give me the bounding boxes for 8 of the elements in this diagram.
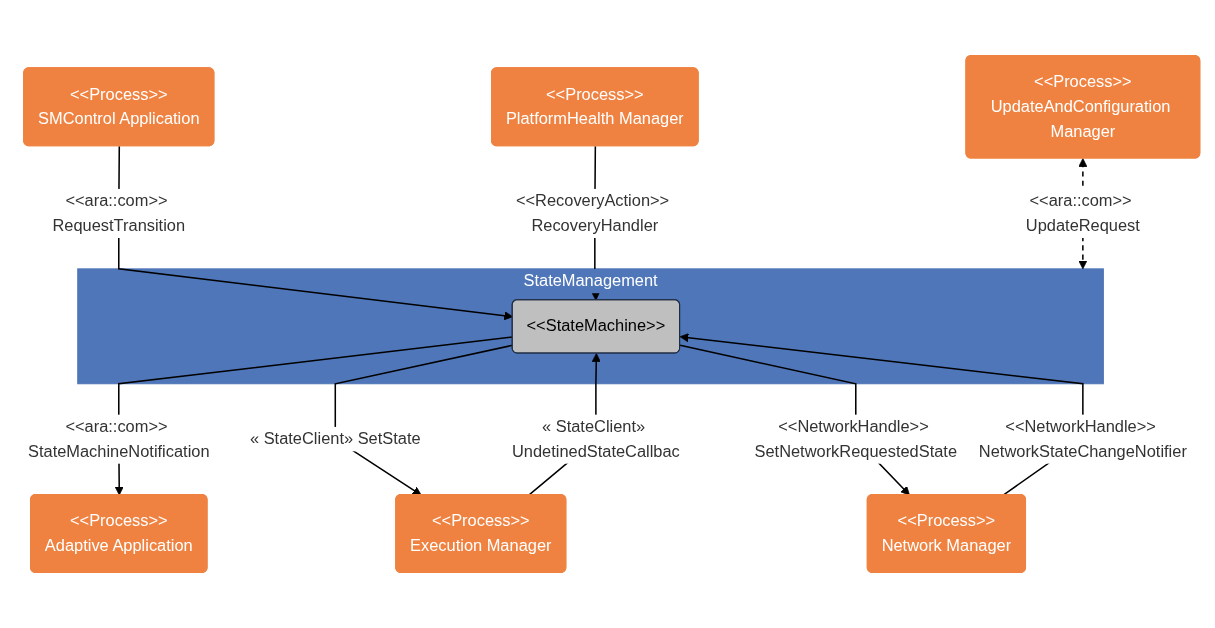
edge-label: <<ara::com>> RequestTransition bbox=[51, 191, 185, 234]
edge-label: <<ara::com>> UpdateRequest bbox=[1025, 191, 1140, 234]
edge-label: <<ara::com>> StateMachineNotification bbox=[27, 417, 210, 460]
edge-label: « StateClient» SetState bbox=[249, 429, 421, 448]
edge-label: <<RecoveryAction>> RecoveryHandler bbox=[515, 191, 669, 234]
edge-label: <<NetworkHandle>> SetNetworkRequestedState bbox=[754, 417, 957, 460]
edge-label: <<NetworkHandle>> NetworkStateChangeNotifier bbox=[978, 417, 1187, 460]
edge-label: « StateClient» UndetinedStateCallbac bbox=[511, 417, 680, 460]
